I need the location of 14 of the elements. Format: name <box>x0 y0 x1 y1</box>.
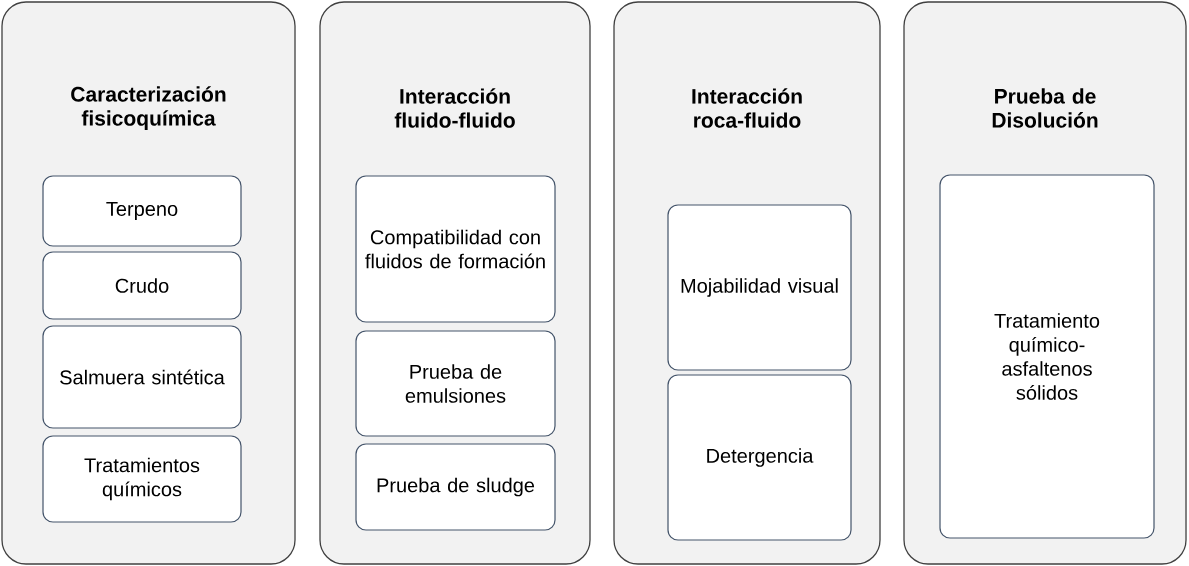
step-box: Detergencia <box>667 374 852 541</box>
step-box: Tratamiento químico-asfaltenos sólidos <box>939 174 1155 539</box>
step-box: Compatibilidad con fluidos de formación <box>355 175 556 323</box>
panel-title: Prueba de Disolución <box>992 88 1098 128</box>
panel-title: Interacción roca-fluido <box>692 88 802 128</box>
step-box: Terpeno <box>42 175 242 247</box>
step-box: Salmuera sintética <box>42 325 242 429</box>
step-box: Tratamientos químicos <box>42 435 242 523</box>
step-box: Prueba de sludge <box>355 443 556 531</box>
step-box: Mojabilidad visual <box>667 204 852 371</box>
step-box: Prueba de emulsiones <box>355 330 556 437</box>
panel-title: Caracterización fisicoquímica <box>71 86 226 130</box>
step-box: Crudo <box>42 251 242 320</box>
panel-title: Interacción fluido-fluido <box>394 88 515 128</box>
